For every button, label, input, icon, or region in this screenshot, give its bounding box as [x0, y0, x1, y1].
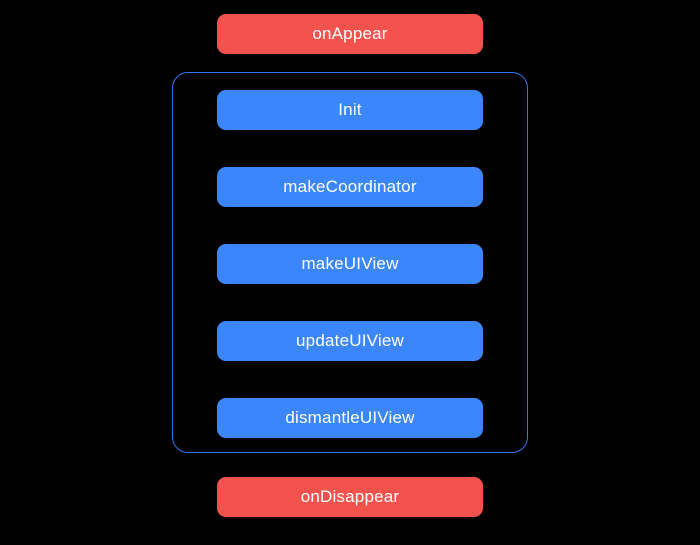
makecoordinator-node: makeCoordinator — [217, 167, 483, 207]
ondisappear-node: onDisappear — [217, 477, 483, 517]
makeuiview-node: makeUIView — [217, 244, 483, 284]
lifecycle-container: Init makeCoordinator makeUIView updateUI… — [172, 72, 528, 453]
init-node: Init — [217, 90, 483, 130]
updateuiview-node: updateUIView — [217, 321, 483, 361]
onappear-node: onAppear — [217, 14, 483, 54]
dismantleuiview-node: dismantleUIView — [217, 398, 483, 438]
